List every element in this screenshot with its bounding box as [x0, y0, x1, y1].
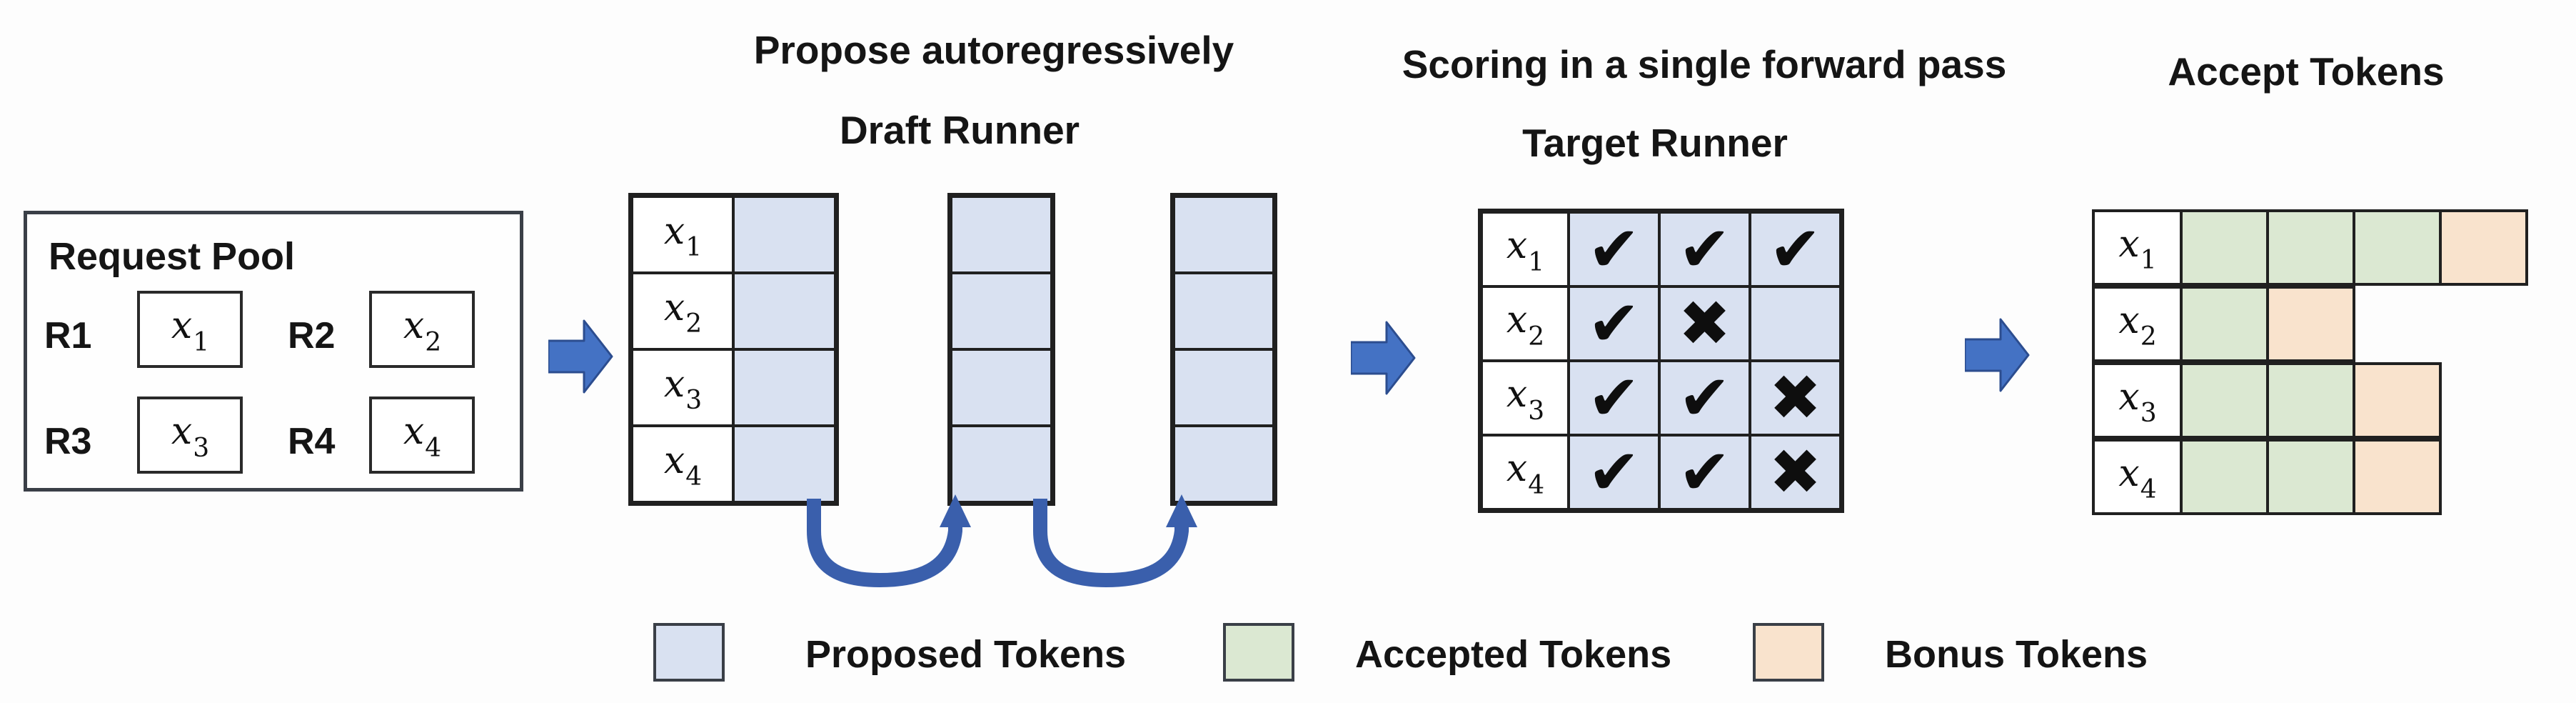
- accepted-token-cell: [2180, 286, 2269, 362]
- proposed-token-cell: [733, 426, 835, 502]
- target-section-title: Scoring in a single forward pass: [1402, 42, 2007, 86]
- accepted-token-cell: [2180, 209, 2269, 286]
- request-label-r3: R3: [44, 421, 92, 462]
- draft-grid-step1: x1 x2 x3 x4: [628, 193, 839, 506]
- legend-accepted-label: Accepted Tokens: [1355, 633, 1672, 676]
- target-row-label-x2: x2: [1481, 286, 1569, 361]
- bonus-token-cell: [2439, 209, 2528, 286]
- request-label-r4: R4: [288, 421, 336, 462]
- check-mark-icon: ✔: [1678, 212, 1731, 286]
- proposed-token-cell: [1174, 426, 1274, 502]
- draft-section-title: Propose autoregressively: [753, 28, 1234, 72]
- score-cell: ✔: [1659, 212, 1750, 286]
- proposed-token-cell: [951, 349, 1052, 426]
- target-scoring-grid: x1 ✔ ✔ ✔ x2 ✔ ✖ x3 ✔ ✔ ✖ x4 ✔ ✔ ✖: [1478, 209, 1844, 513]
- token-x2: x2: [403, 304, 442, 357]
- draft-row-label-x1: x1: [632, 196, 733, 273]
- proposed-token-cell: [733, 273, 835, 349]
- proposed-token-cell: [1174, 196, 1274, 273]
- accepted-token-cell: [2180, 362, 2269, 439]
- accept-row-x2: x2: [2092, 286, 2355, 362]
- proposed-token-cell: [1174, 349, 1274, 426]
- legend-proposed-label: Proposed Tokens: [805, 633, 1127, 676]
- draft-row-label-x4: x4: [632, 426, 733, 502]
- draft-row-label-x2: x2: [632, 273, 733, 349]
- accept-section-title: Accept Tokens: [2168, 49, 2445, 94]
- check-mark-icon: ✔: [1587, 435, 1641, 509]
- token-x3: x3: [171, 410, 210, 463]
- score-cell: ✖: [1659, 286, 1750, 361]
- proposed-token-cell: [951, 426, 1052, 502]
- cross-mark-icon: ✖: [1769, 361, 1822, 434]
- check-mark-icon: ✔: [1678, 361, 1731, 434]
- legend-proposed-swatch: [653, 623, 725, 682]
- check-mark-icon: ✔: [1587, 212, 1641, 286]
- score-cell: ✔: [1659, 361, 1750, 435]
- legend-accepted-swatch: [1223, 623, 1294, 682]
- accept-row-label-x2: x2: [2092, 286, 2183, 362]
- draft-runner-subtitle: Draft Runner: [839, 108, 1080, 152]
- request-pool-title: Request Pool: [49, 235, 296, 278]
- score-cell: ✔: [1569, 212, 1659, 286]
- score-cell: ✔: [1569, 286, 1659, 361]
- target-row-label-x1: x1: [1481, 212, 1569, 286]
- accept-row-x4: x4: [2092, 439, 2442, 515]
- accept-row-x1: x1: [2092, 209, 2528, 286]
- cross-mark-icon: ✖: [1678, 286, 1731, 360]
- accept-row-label-x1: x1: [2092, 209, 2183, 286]
- request-label-r1: R1: [44, 315, 92, 357]
- score-cell: ✔: [1750, 212, 1841, 286]
- accepted-token-cell: [2266, 439, 2355, 515]
- target-row-label-x3: x3: [1481, 361, 1569, 435]
- accept-row-x3: x3: [2092, 362, 2442, 439]
- bonus-token-cell: [2353, 439, 2442, 515]
- accepted-token-cell: [2180, 439, 2269, 515]
- proposed-token-cell: [951, 196, 1052, 273]
- score-cell: ✔: [1569, 361, 1659, 435]
- request-token-box-x3: x3: [137, 397, 243, 474]
- autoregressive-loop-arrows-icon: [807, 494, 1197, 588]
- proposed-token-cell: [1174, 273, 1274, 349]
- legend-bonus-swatch: [1753, 623, 1824, 682]
- check-mark-icon: ✔: [1587, 286, 1641, 360]
- accept-row-label-x3: x3: [2092, 362, 2183, 439]
- request-label-r2: R2: [288, 315, 336, 357]
- draft-grid-step2: [947, 193, 1055, 506]
- request-token-box-x1: x1: [137, 291, 243, 368]
- accepted-token-cell: [2266, 209, 2355, 286]
- proposed-token-cell: [733, 349, 835, 426]
- draft-row-label-x3: x3: [632, 349, 733, 426]
- proposed-token-cell: [733, 196, 835, 273]
- bonus-token-cell: [2353, 362, 2442, 439]
- legend-bonus-label: Bonus Tokens: [1885, 633, 2148, 676]
- score-cell: ✔: [1569, 435, 1659, 509]
- score-cell: [1750, 286, 1841, 361]
- flow-arrow-target-to-accept-icon: [1965, 318, 2030, 392]
- cross-mark-icon: ✖: [1769, 435, 1822, 509]
- bonus-token-cell: [2266, 286, 2355, 362]
- accepted-token-cell: [2353, 209, 2442, 286]
- target-runner-subtitle: Target Runner: [1522, 121, 1788, 165]
- draft-grid-step3: [1170, 193, 1277, 506]
- check-mark-icon: ✔: [1587, 361, 1641, 434]
- accept-row-label-x4: x4: [2092, 439, 2183, 515]
- check-mark-icon: ✔: [1769, 212, 1822, 286]
- flow-arrow-draft-to-target-icon: [1351, 321, 1416, 395]
- flow-arrow-pool-to-draft-icon: [548, 319, 613, 394]
- accepted-token-cell: [2266, 362, 2355, 439]
- score-cell: ✖: [1750, 435, 1841, 509]
- token-x1: x1: [171, 304, 210, 357]
- target-row-label-x4: x4: [1481, 435, 1569, 509]
- token-x4: x4: [403, 410, 442, 463]
- request-pool-box: Request Pool R1 x1 R2 x2 R3 x3 R4 x4: [24, 211, 523, 492]
- request-token-box-x4: x4: [369, 397, 475, 474]
- check-mark-icon: ✔: [1678, 435, 1731, 509]
- request-token-box-x2: x2: [369, 291, 475, 368]
- score-cell: ✔: [1659, 435, 1750, 509]
- score-cell: ✖: [1750, 361, 1841, 435]
- proposed-token-cell: [951, 273, 1052, 349]
